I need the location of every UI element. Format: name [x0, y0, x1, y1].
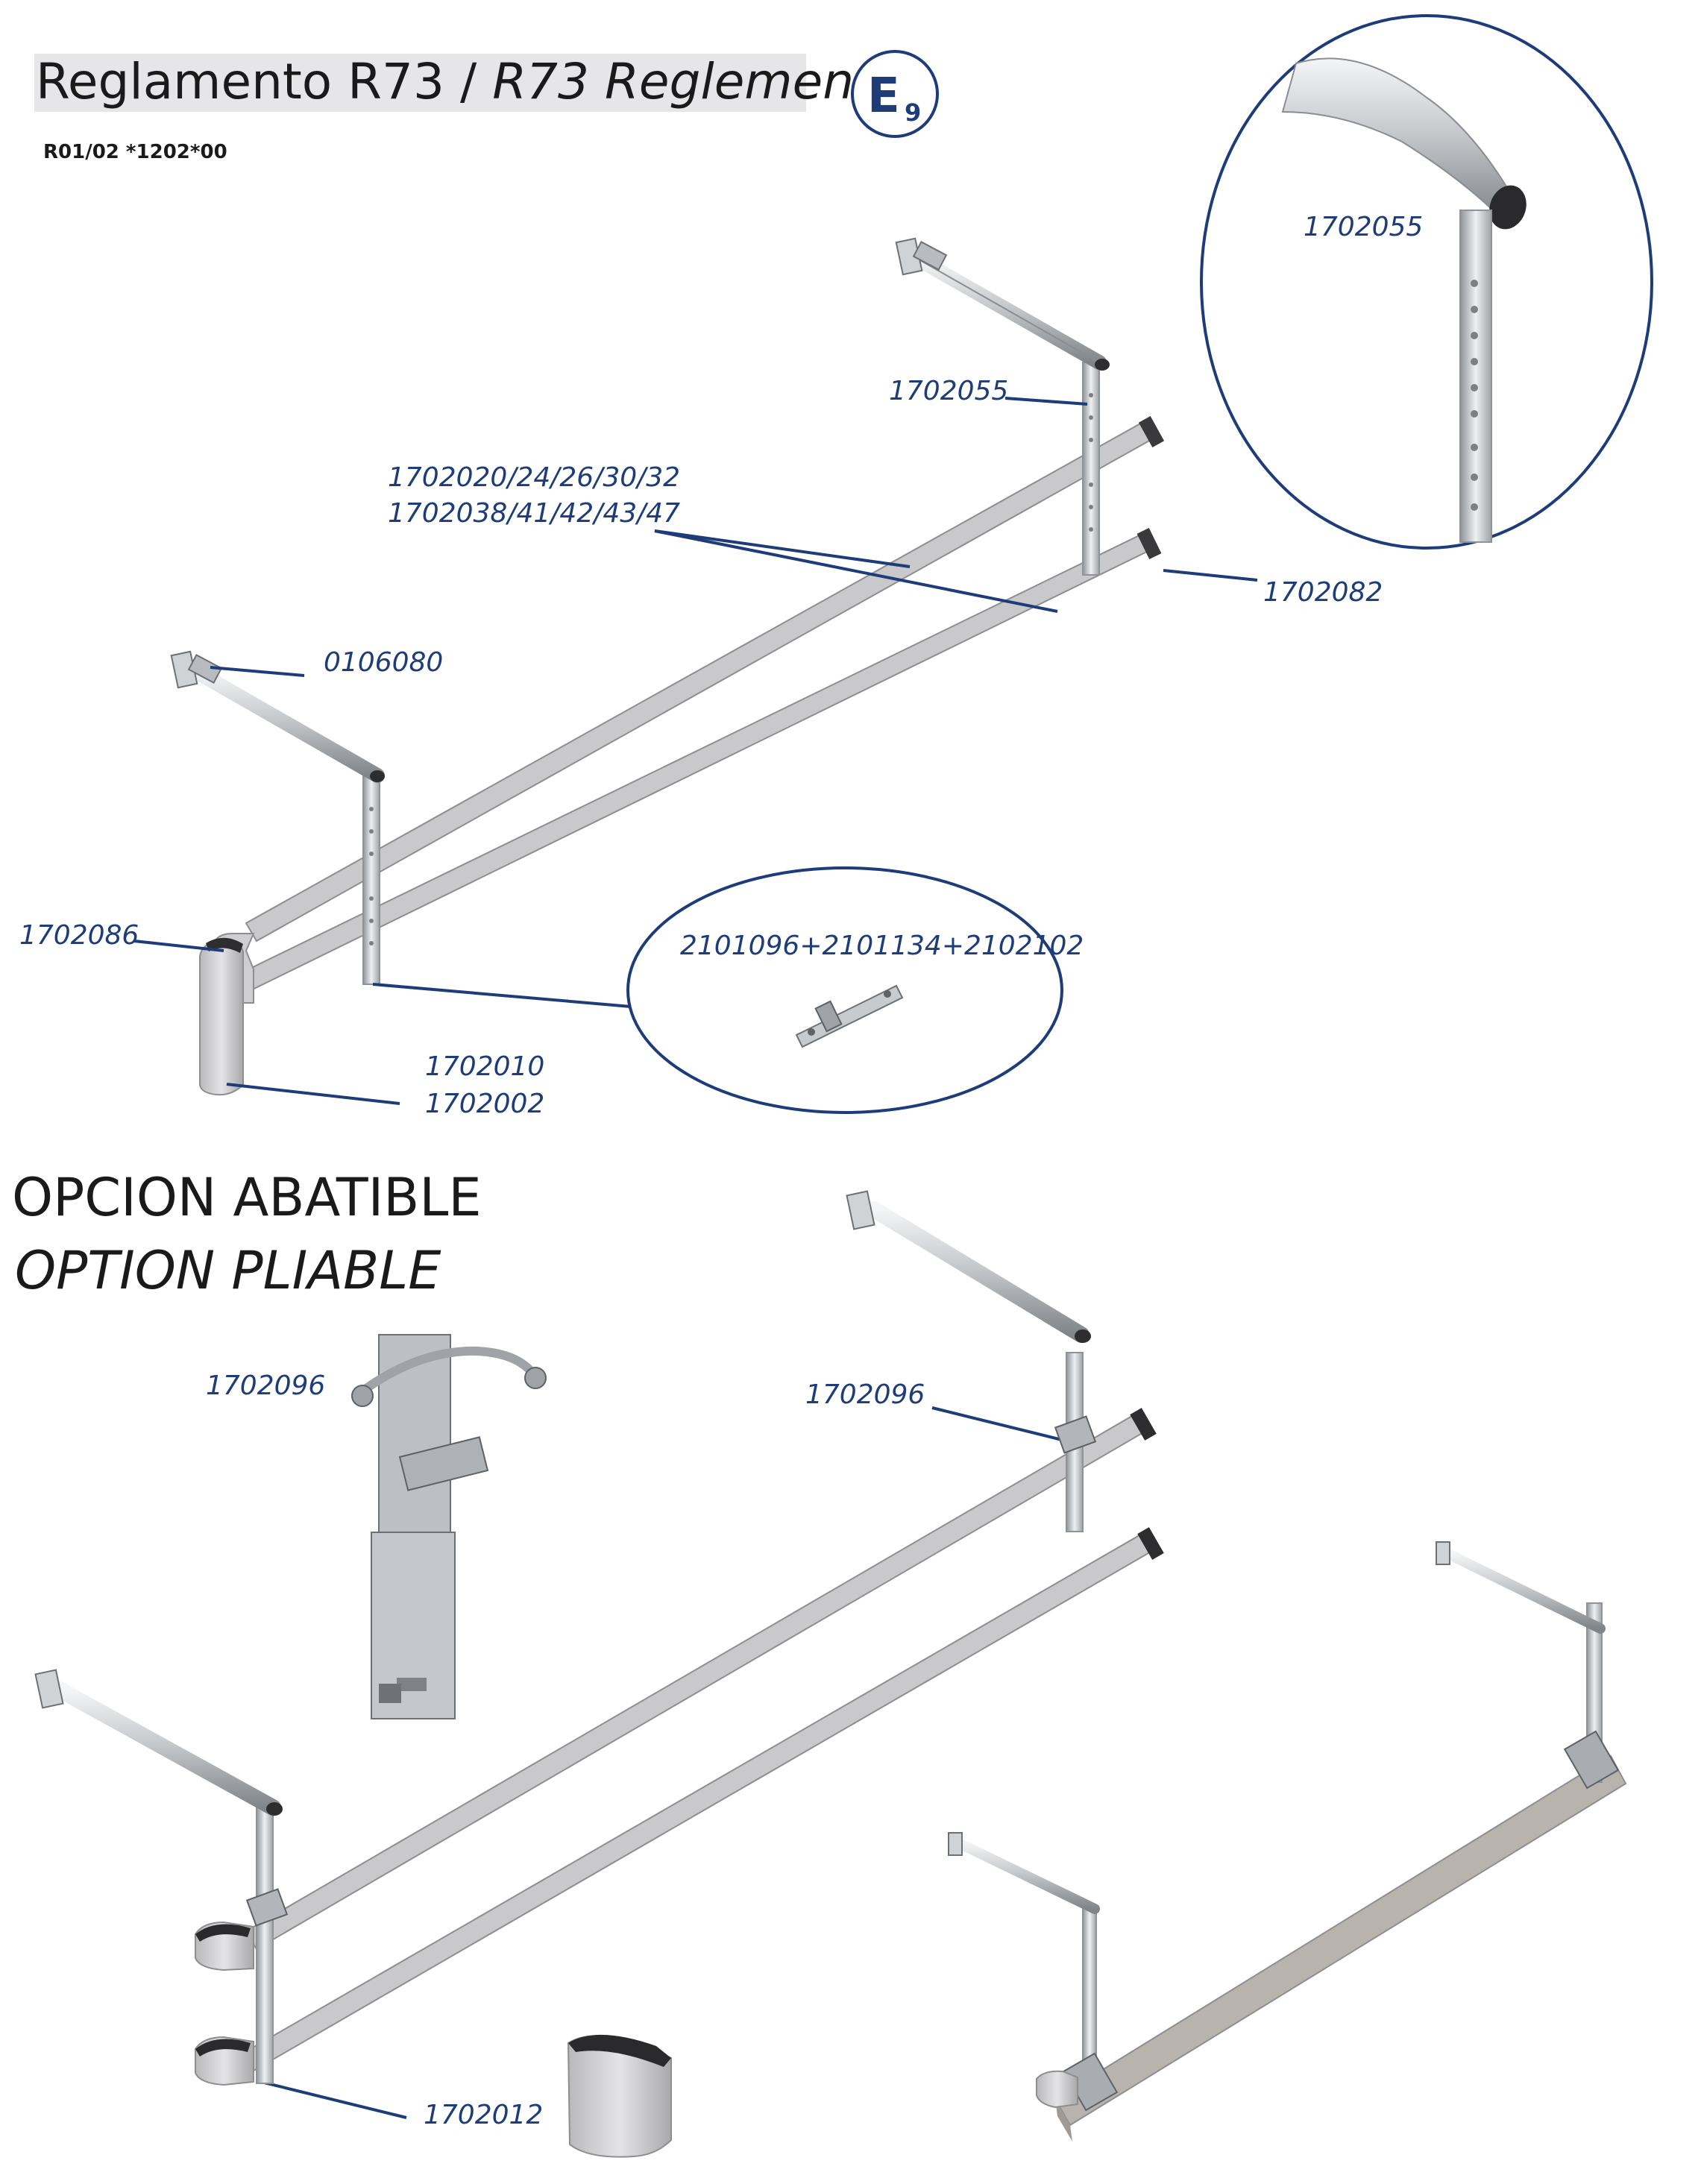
label-upright-top: 1702055 — [889, 376, 1008, 406]
section-title: OPCION ABATIBLE — [12, 1167, 482, 1228]
leader-hinge — [931, 1406, 1075, 1444]
leader-rail-upper — [654, 529, 911, 568]
connector-ellipse — [626, 866, 1063, 1114]
folding-left-bracket — [34, 1669, 64, 1709]
corner-cap-top — [206, 937, 243, 953]
badge-letter: E — [867, 69, 900, 124]
left-support-arm — [188, 664, 385, 783]
label-wall-bracket: 0106080 — [324, 647, 443, 678]
label-rail-codes-2: 1702038/41/42/43/47 — [388, 498, 680, 529]
leader-wall-bracket — [210, 666, 305, 677]
header: Reglamento R73 / R73 Reglement R01/02 *1… — [34, 50, 939, 163]
upright-zoom-detail — [1200, 14, 1653, 550]
leader-lines — [133, 397, 1258, 2119]
leader-connector — [372, 983, 632, 1008]
zoom-arm-end — [1489, 185, 1527, 230]
e9-approval-badge: E 9 — [851, 50, 939, 138]
label-folding-corner: 1702012 — [424, 2100, 543, 2130]
part-labels: 1702055 1702055 1702020/24/26/30/32 1702… — [19, 212, 1423, 2130]
left-arm-end-cap — [370, 770, 385, 782]
title-background — [34, 54, 806, 112]
folded-corner-cap — [1036, 2070, 1078, 2109]
document-code: R01/02 *1202*00 — [43, 141, 227, 163]
hinge-clamp — [398, 1436, 489, 1491]
section-subtitle: OPTION PLIABLE — [15, 1240, 441, 1301]
upper-rail — [245, 418, 1159, 942]
label-connector-kit: 2101096+2101134+2102102 — [680, 931, 1084, 961]
upper-rail-end-cap — [1138, 416, 1165, 447]
label-hinge-assembly: 1702096 — [805, 1379, 925, 1410]
hinge-knob-right — [524, 1367, 547, 1389]
leader-corner-cap — [133, 940, 224, 952]
label-corner-cap: 1702086 — [19, 920, 139, 951]
connector-zoom-detail — [626, 866, 1063, 1114]
left-upright-holes — [369, 807, 374, 945]
leader-folding-corner — [260, 2080, 407, 2119]
leader-end-cap — [1163, 569, 1258, 582]
leader-lower-part — [226, 1083, 400, 1105]
folding-corner-piece — [567, 2034, 672, 2158]
folding-left-hinge — [245, 1888, 289, 1927]
folded-left-arm — [951, 1837, 1100, 1914]
folded-rails — [1054, 1755, 1627, 2127]
right-upright-holes — [1089, 393, 1093, 532]
right-arm-end-cap — [1095, 359, 1110, 371]
label-end-cap: 1702082 — [1263, 577, 1383, 608]
label-lower-part-a: 1702010 — [425, 1051, 544, 1082]
folded-assembly — [948, 1541, 1627, 2141]
hinge-part — [351, 1334, 547, 1719]
label-hinge-detail: 1702096 — [206, 1370, 325, 1401]
zoom-upright-holes — [1471, 280, 1478, 511]
title-italic: R73 Reglement — [492, 53, 875, 110]
title-regular: Reglamento R73 / — [36, 53, 492, 110]
folding-left-upright — [256, 1807, 274, 2084]
folded-right-hinge — [1563, 1730, 1620, 1790]
page-title: Reglamento R73 / R73 Reglement — [36, 53, 875, 110]
left-wall-bracket — [170, 650, 223, 689]
folding-upper-rail-cap — [1130, 1408, 1157, 1441]
folded-right-arm — [1440, 1547, 1606, 1634]
folding-lower-rail-cap — [1137, 1527, 1164, 1560]
folding-right-hinge — [1054, 1415, 1097, 1454]
leader-upright-top — [1004, 397, 1088, 406]
folding-right-bracket — [846, 1190, 875, 1230]
folding-left-arm — [51, 1681, 281, 1816]
leader-rail-lower — [654, 529, 1058, 613]
hinge-bolt — [379, 1684, 401, 1703]
connector-plate — [795, 984, 904, 1048]
badge-subscript: 9 — [905, 98, 921, 127]
right-wall-bracket — [895, 237, 948, 276]
lower-rail-end-cap — [1136, 527, 1162, 560]
label-rail-codes-1: 1702020/24/26/30/32 — [388, 462, 680, 493]
label-upright-zoom: 1702055 — [1304, 212, 1423, 242]
folding-right-arm — [866, 1201, 1090, 1343]
zoom-upright — [1459, 210, 1492, 543]
hinge-handle — [355, 1346, 541, 1398]
hinge-knob-left — [351, 1385, 374, 1407]
label-lower-part-b: 1702002 — [425, 1089, 544, 1119]
connector-screw — [814, 1000, 843, 1033]
zoom-ellipse — [1200, 14, 1653, 550]
folding-assembly — [34, 1190, 1164, 2086]
corner-cap — [199, 940, 244, 1096]
hinge-slot — [397, 1678, 427, 1691]
